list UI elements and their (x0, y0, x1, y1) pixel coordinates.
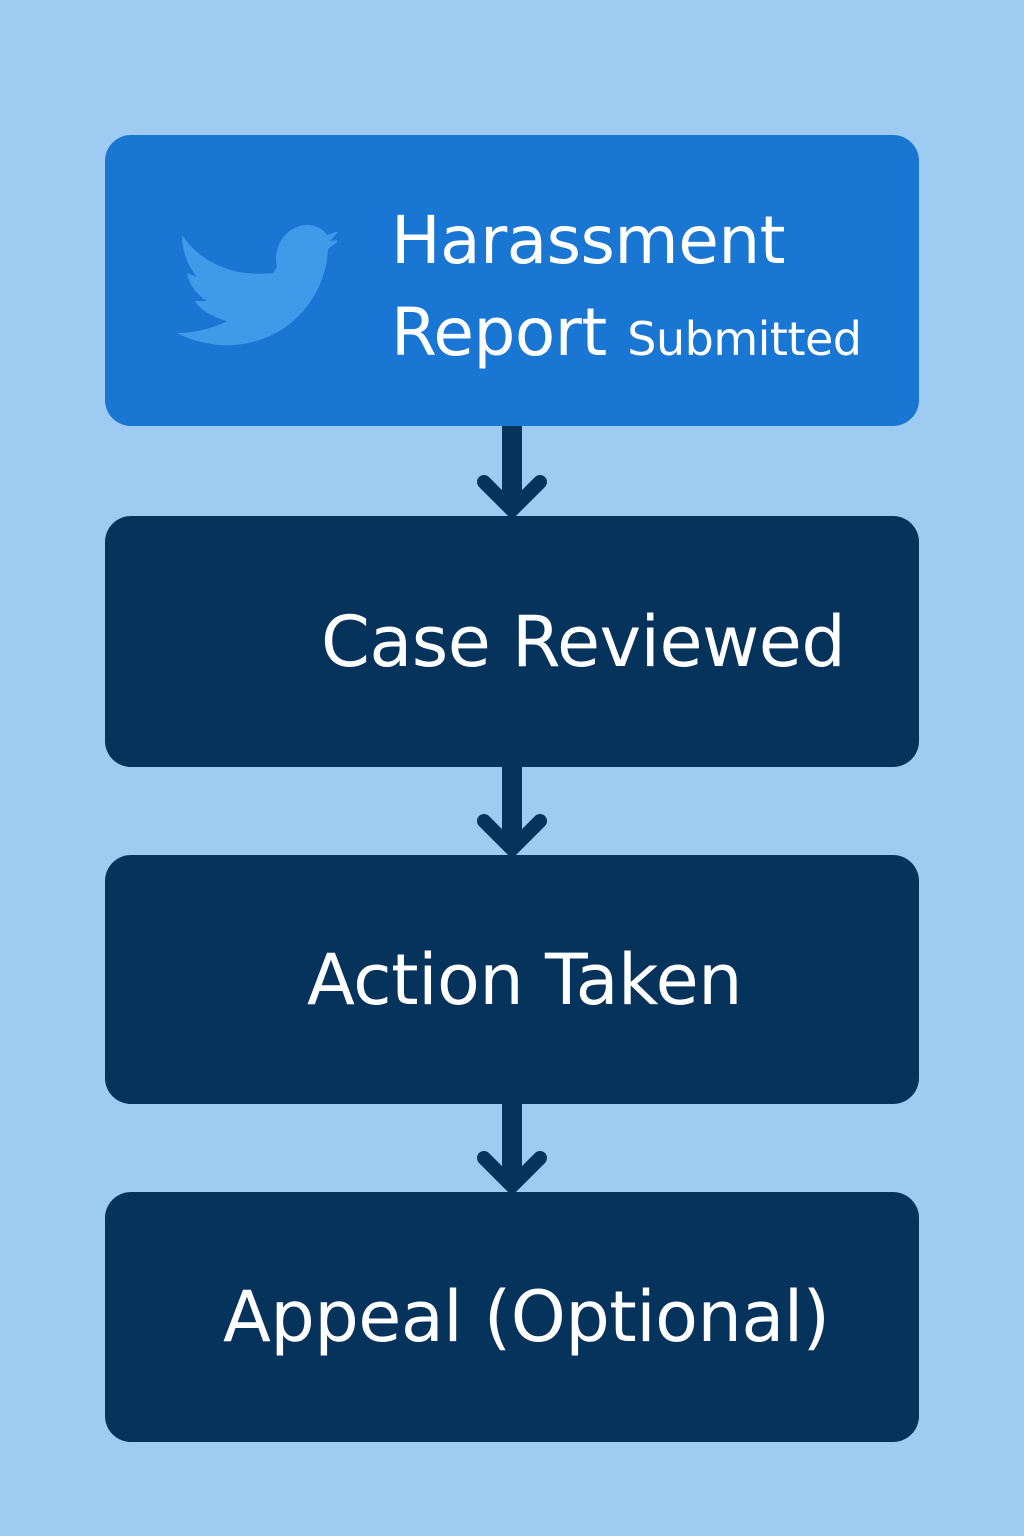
step-title-main: Report (391, 294, 607, 371)
step-label: Action Taken (307, 938, 743, 1021)
arrow-down-icon (477, 1104, 547, 1192)
step-harassment-report-submitted: Harassment Report Submitted (105, 135, 919, 426)
arrow-down-icon (477, 767, 547, 855)
step-title-line1: Harassment (391, 202, 786, 279)
step-title-small: Submitted (627, 312, 862, 366)
arrow-down-icon (477, 426, 547, 516)
step-case-reviewed: Case Reviewed (105, 516, 919, 767)
step-action-taken: Action Taken (105, 855, 919, 1104)
step-label: Case Reviewed (321, 600, 846, 683)
step-title-line2: Report Submitted (391, 287, 862, 385)
step-label: Appeal (Optional) (223, 1276, 830, 1358)
bird-icon (177, 224, 337, 346)
step-title: Harassment Report Submitted (391, 195, 862, 385)
step-appeal-optional: Appeal (Optional) (105, 1192, 919, 1442)
